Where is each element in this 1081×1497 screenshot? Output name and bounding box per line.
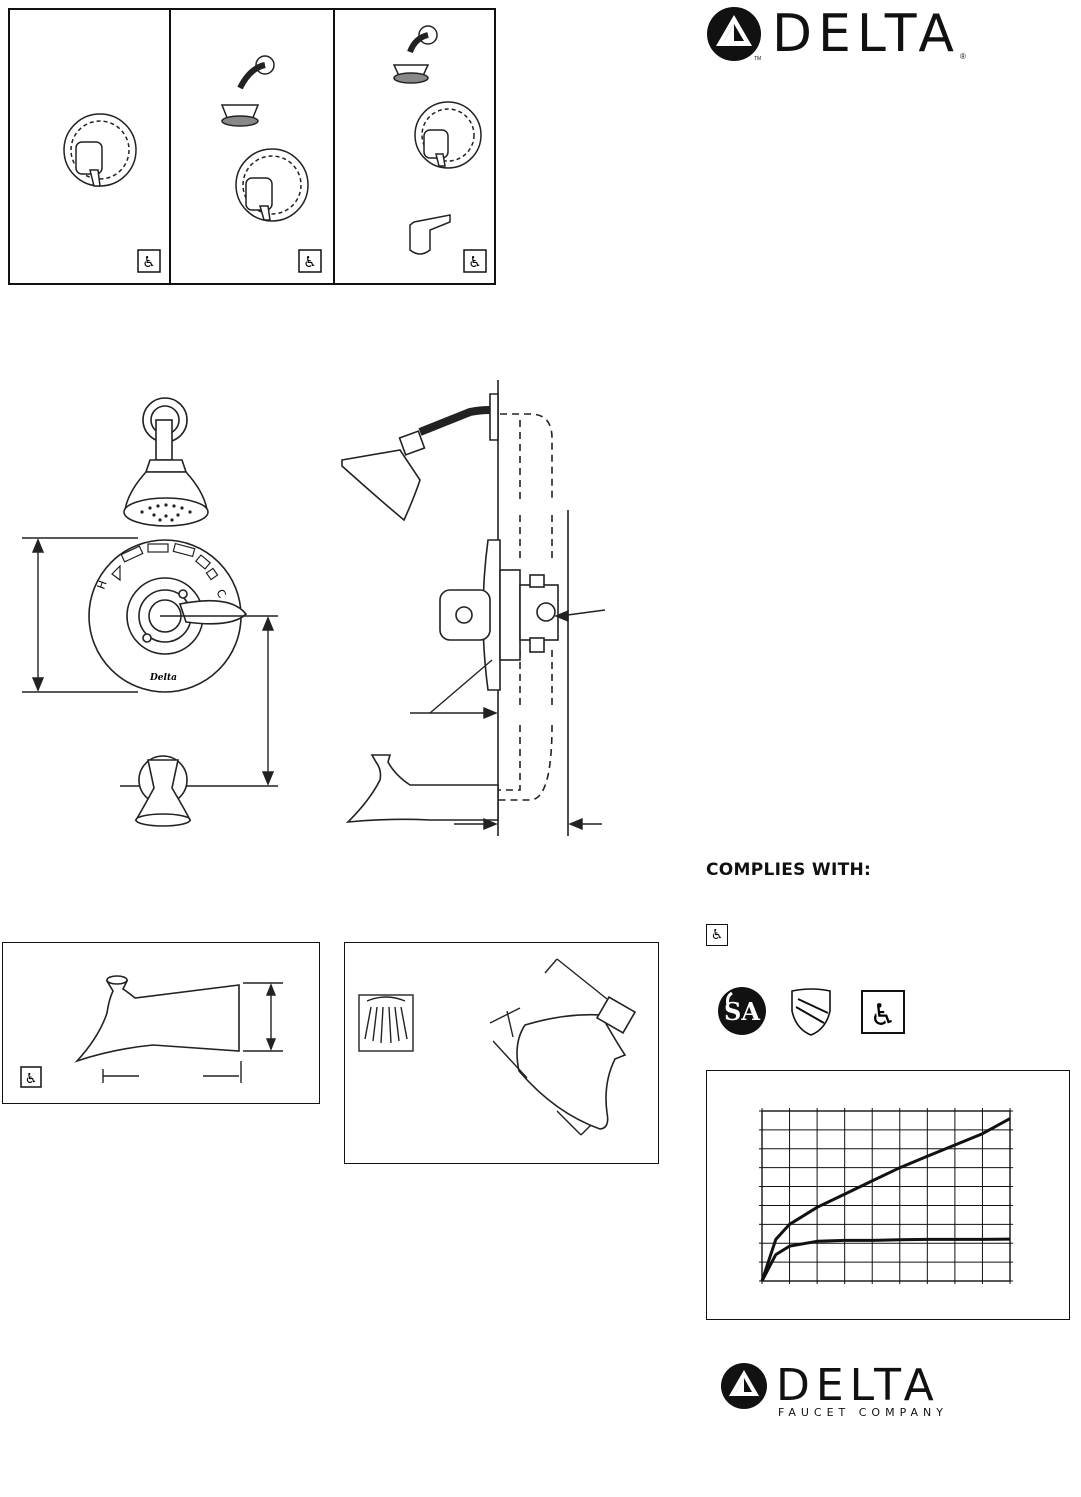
certification-marks: SA ♿ bbox=[718, 987, 905, 1036]
showerhead-detail-panel bbox=[344, 942, 659, 1164]
chart-frame bbox=[761, 1110, 1011, 1282]
valve-trim-drawing-2 bbox=[235, 148, 309, 222]
series-line-1 bbox=[760, 1117, 1011, 1282]
delta-logo-top: DELTA ® TM bbox=[706, 4, 966, 64]
delta-triangle-logo-icon bbox=[707, 7, 761, 61]
complies-heading: COMPLIES WITH: bbox=[706, 860, 872, 880]
wheelchair-icon: ♿ bbox=[706, 924, 728, 946]
wheelchair-icon: ♿ bbox=[298, 249, 322, 273]
svg-text:SA: SA bbox=[724, 997, 760, 1026]
trademark-mark: TM bbox=[754, 56, 762, 62]
showerhead-drawing-3 bbox=[392, 25, 438, 84]
spray-pattern-icon bbox=[358, 994, 414, 1052]
product-variants-panel: ♿ ♿ ♿ bbox=[8, 8, 496, 285]
company-subtitle: FAUCET COMPANY bbox=[778, 1406, 948, 1419]
series-line-2 bbox=[760, 1237, 1011, 1282]
delta-logo-bottom: DELTA FAUCET COMPANY bbox=[720, 1362, 980, 1422]
tub-spout-detail-drawing: ♿ bbox=[20, 975, 283, 1088]
brand-wordmark: DELTA bbox=[776, 1360, 940, 1411]
csa-certification-icon: SA bbox=[718, 987, 766, 1035]
svg-text:♿: ♿ bbox=[25, 1071, 38, 1087]
side-view-drawing bbox=[341, 380, 606, 836]
tub-spout-drawing-3 bbox=[409, 214, 451, 255]
wheelchair-icon: ♿ bbox=[137, 249, 161, 273]
registered-mark: ® bbox=[960, 52, 966, 61]
delta-triangle-logo-icon bbox=[721, 1363, 767, 1409]
wheelchair-icon: ♿ bbox=[463, 249, 487, 273]
flow-chart bbox=[759, 1108, 1013, 1284]
wheelchair-icon: ♿ bbox=[20, 1066, 42, 1088]
valve-trim-drawing-3 bbox=[414, 101, 482, 169]
showerhead-detail-drawing bbox=[358, 958, 637, 1136]
product-variants-drawing: ♿ ♿ ♿ bbox=[63, 10, 487, 283]
brand-wordmark: DELTA bbox=[772, 4, 961, 64]
svg-text:♿: ♿ bbox=[142, 253, 155, 271]
front-view-drawing: H C Delta bbox=[22, 397, 278, 827]
wheelchair-icon: ♿ bbox=[861, 990, 905, 1034]
svg-text:♿: ♿ bbox=[468, 253, 481, 271]
valve-trim-drawing-1 bbox=[63, 113, 137, 187]
svg-text:♿: ♿ bbox=[870, 998, 897, 1033]
flow-chart-panel bbox=[706, 1070, 1070, 1320]
shield-certification-icon bbox=[791, 988, 831, 1036]
tub-spout-detail-panel: ♿ bbox=[2, 942, 320, 1104]
valve-brand-label: Delta bbox=[149, 673, 177, 683]
svg-text:♿: ♿ bbox=[303, 253, 316, 271]
showerhead-drawing-2 bbox=[220, 55, 275, 127]
